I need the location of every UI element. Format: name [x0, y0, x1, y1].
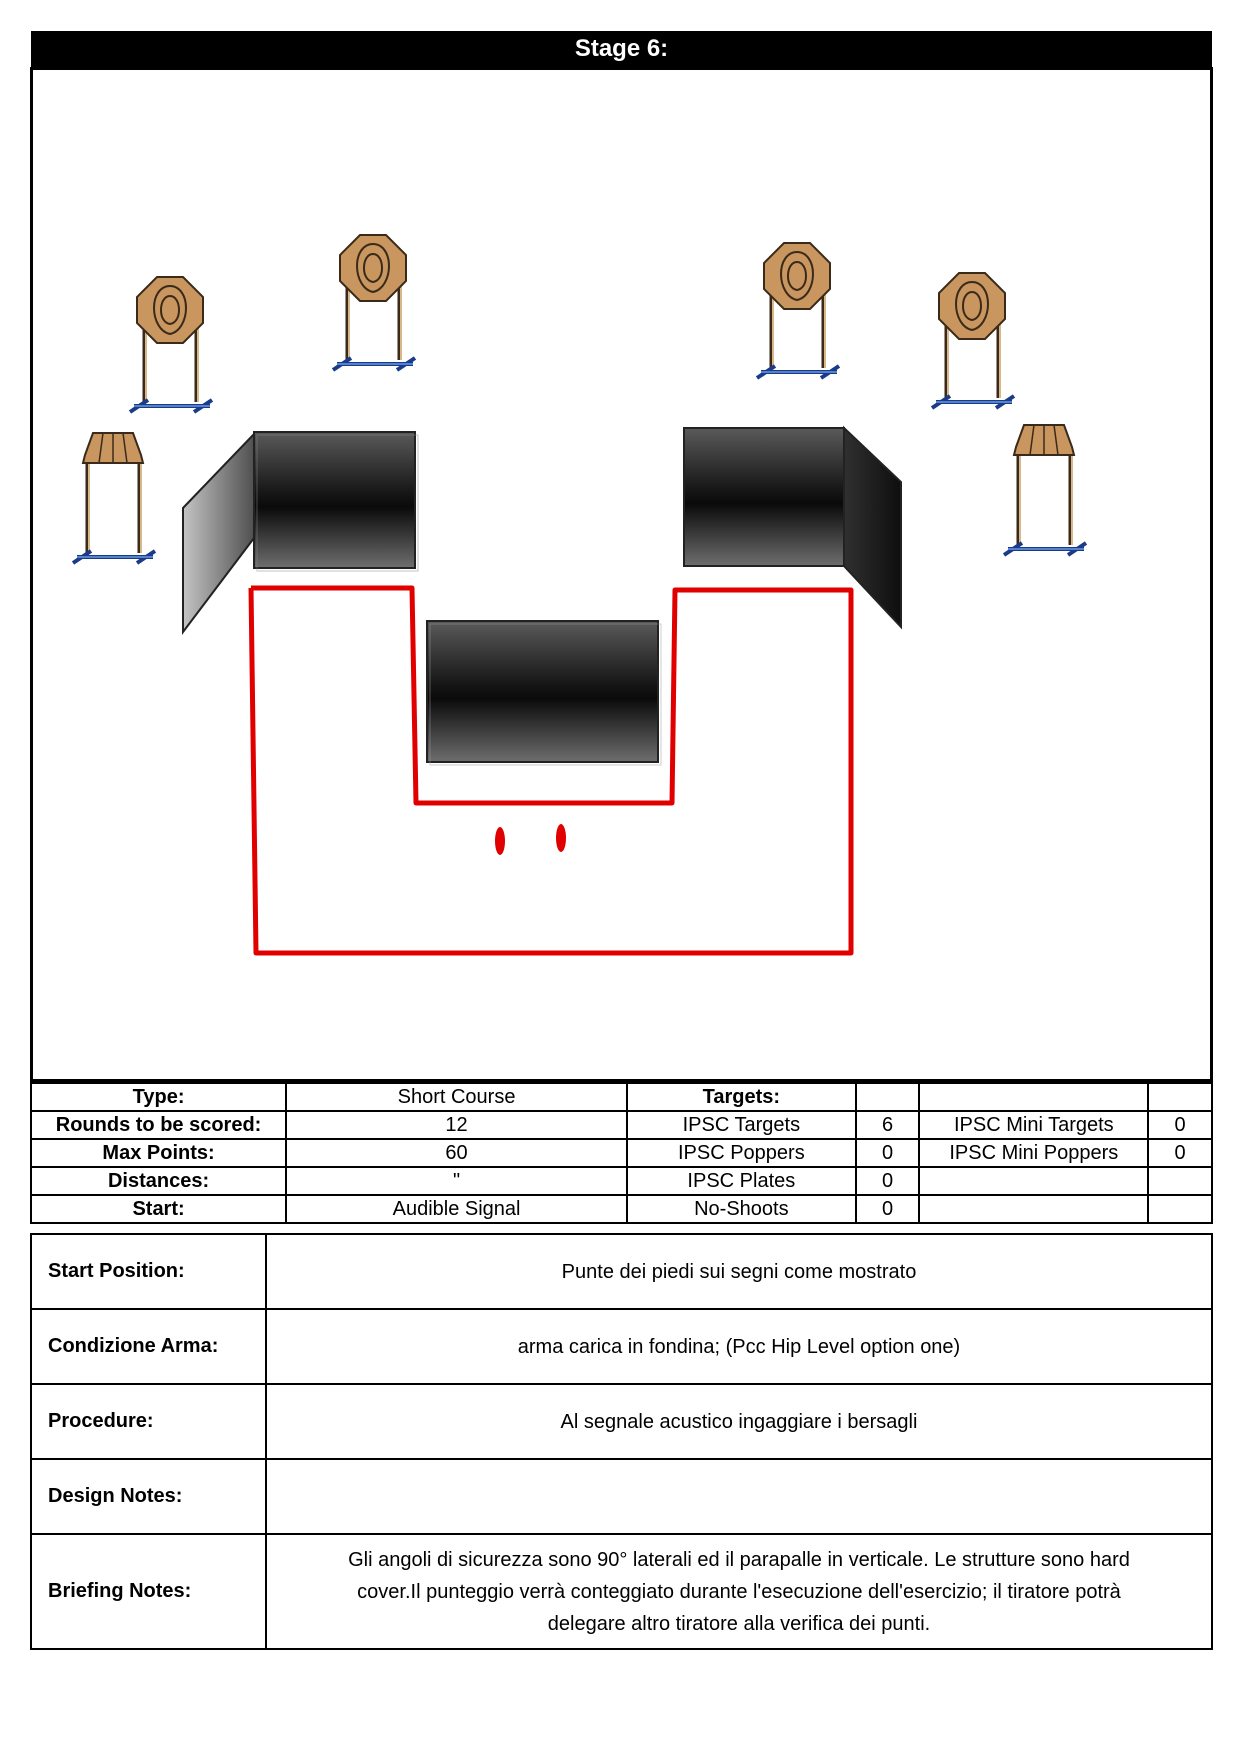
targets-header: Targets:	[625, 1082, 857, 1112]
mini-type-count: 0	[1147, 1110, 1213, 1140]
wall-left	[182, 431, 419, 635]
distances-label: Distances:	[29, 1166, 288, 1196]
start-position-label: Start Position:	[30, 1233, 267, 1310]
target-right-center	[755, 242, 841, 380]
condizione-arma-label: Condizione Arma:	[30, 1308, 267, 1385]
procedure-label: Procedure:	[30, 1383, 267, 1460]
notes-row-condizione-arma: Condizione Arma: arma carica in fondina;…	[30, 1308, 1213, 1385]
briefing-line: cover.Il punteggio verrà conteggiato dur…	[357, 1580, 1121, 1603]
stage-notes-table: Start Position: Punte dei piedi sui segn…	[30, 1233, 1213, 1650]
type-value: Short Course	[285, 1082, 628, 1112]
specs-row-start: Start: Audible Signal No-Shoots 0	[29, 1194, 1213, 1224]
max-points-value: 60	[285, 1138, 628, 1168]
distances-value: "	[285, 1166, 628, 1196]
rounds-label: Rounds to be scored:	[29, 1110, 288, 1140]
target-left-low	[71, 432, 157, 565]
start-position-value: Punte dei piedi sui segni come mostrato	[265, 1233, 1213, 1310]
rounds-value: 12	[285, 1110, 628, 1140]
target-type-name: IPSC Targets	[625, 1110, 857, 1140]
target-type-name: No-Shoots	[625, 1194, 857, 1224]
design-notes-value	[265, 1458, 1213, 1535]
target-type-name: IPSC Plates	[625, 1166, 857, 1196]
target-type-name: IPSC Poppers	[625, 1138, 857, 1168]
notes-row-procedure: Procedure: Al segnale acustico ingaggiar…	[30, 1383, 1213, 1460]
briefing-notes-label: Briefing Notes:	[30, 1533, 267, 1650]
specs-row-max-points: Max Points: 60 IPSC Poppers 0 IPSC Mini …	[29, 1138, 1213, 1168]
procedure-value: Al segnale acustico ingaggiare i bersagl…	[265, 1383, 1213, 1460]
briefing-notes-value: Gli angoli di sicurezza sono 90° lateral…	[265, 1533, 1213, 1650]
stage-title: Stage 6:	[31, 31, 1212, 67]
stage-diagram	[30, 67, 1213, 1082]
wall-right	[683, 425, 902, 630]
notes-row-briefing-notes: Briefing Notes: Gli angoli di sicurezza …	[30, 1533, 1213, 1650]
max-points-label: Max Points:	[29, 1138, 288, 1168]
target-left-center	[331, 234, 417, 372]
type-label: Type:	[29, 1082, 288, 1112]
target-type-count: 0	[854, 1166, 921, 1196]
target-type-count: 6	[854, 1110, 921, 1140]
start-mark-right	[556, 824, 566, 852]
start-label: Start:	[29, 1194, 288, 1224]
design-notes-label: Design Notes:	[30, 1458, 267, 1535]
start-value: Audible Signal	[285, 1194, 628, 1224]
stage-specs-table: Type: Short Course Targets: Rounds to be…	[29, 1082, 1213, 1224]
target-type-count: 0	[854, 1138, 921, 1168]
mini-type-name: IPSC Mini Poppers	[918, 1138, 1150, 1168]
target-left-far	[128, 276, 214, 414]
specs-row-distances: Distances: " IPSC Plates 0	[29, 1166, 1213, 1196]
notes-row-start-position: Start Position: Punte dei piedi sui segn…	[30, 1233, 1213, 1310]
target-right-far	[930, 272, 1016, 410]
specs-row-type: Type: Short Course Targets:	[29, 1082, 1213, 1112]
mini-type-count: 0	[1147, 1138, 1213, 1168]
target-type-count: 0	[854, 1194, 921, 1224]
briefing-line: Gli angoli di sicurezza sono 90° lateral…	[348, 1548, 1130, 1571]
mini-type-name: IPSC Mini Targets	[918, 1110, 1150, 1140]
shooting-area	[248, 585, 854, 956]
start-mark-left	[495, 827, 505, 855]
target-right-low	[1002, 424, 1088, 557]
wall-center	[426, 620, 662, 766]
condizione-arma-value: arma carica in fondina; (Pcc Hip Level o…	[265, 1308, 1213, 1385]
briefing-line: delegare altro tiratore alla verifica de…	[547, 1612, 931, 1635]
stage-diagram-svg	[71, 234, 1088, 956]
specs-row-rounds: Rounds to be scored: 12 IPSC Targets 6 I…	[29, 1110, 1213, 1140]
notes-row-design-notes: Design Notes:	[30, 1458, 1213, 1535]
